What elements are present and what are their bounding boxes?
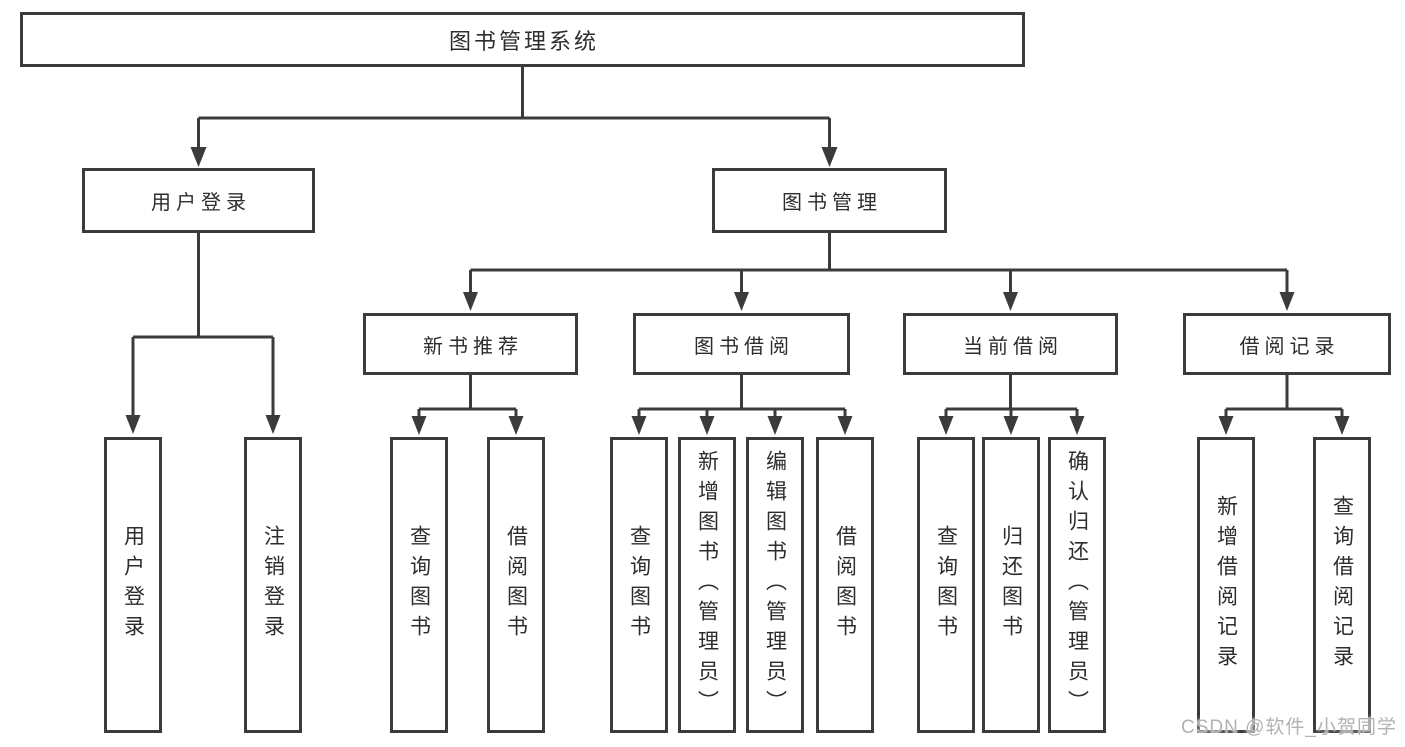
leaf-user-login-label: 用户登录: [121, 525, 145, 645]
leaf-borrow-edit-books-admin-label: 编辑图书（管理员）: [763, 450, 787, 720]
arrowhead: [821, 147, 838, 167]
arrowhead: [938, 416, 954, 435]
node-root-label: 图书管理系统: [448, 28, 599, 54]
arrowhead: [1003, 416, 1019, 435]
leaf-logout: 注销登录: [244, 437, 302, 733]
arrowhead: [1218, 416, 1234, 435]
connector-borrow-to-leaves: [637, 375, 847, 417]
leaf-borrow-borrow-books: 借阅图书: [816, 437, 874, 733]
leaf-newbook-borrow-books-label: 借阅图书: [504, 525, 528, 645]
leaf-borrow-edit-books-admin: 编辑图书（管理员）: [746, 437, 804, 733]
leaf-logout-label: 注销登录: [261, 525, 285, 645]
arrowhead: [1279, 292, 1295, 311]
node-new-book-recommend: 新书推荐: [363, 313, 578, 375]
arrowhead: [767, 416, 783, 435]
node-book-borrow: 图书借阅: [633, 313, 850, 375]
arrowhead: [837, 416, 853, 435]
leaf-current-query-books-label: 查询图书: [934, 525, 958, 645]
node-user-login-label: 用户登录: [151, 192, 251, 214]
connector-current-to-leaves: [944, 375, 1079, 417]
leaf-borrow-borrow-books-label: 借阅图书: [833, 525, 857, 645]
arrowhead: [190, 147, 207, 167]
node-current-borrow-label: 当前借阅: [963, 335, 1063, 358]
leaf-current-return-books: 归还图书: [982, 437, 1040, 733]
connector-book-to-level3: [469, 233, 1289, 294]
leaf-borrow-add-books-admin-label: 新增图书（管理员）: [695, 450, 719, 720]
arrowhead: [734, 292, 749, 311]
arrowhead: [699, 416, 715, 435]
leaf-current-query-books: 查询图书: [917, 437, 975, 733]
arrowhead: [125, 415, 141, 434]
arrowhead: [1069, 416, 1085, 435]
connector-user-to-leaves: [131, 233, 275, 417]
node-root: 图书管理系统: [20, 12, 1025, 67]
leaf-current-confirm-return-admin: 确认归还（管理员）: [1048, 437, 1106, 733]
arrowhead: [1334, 416, 1350, 435]
leaf-current-confirm-return-admin-label: 确认归还（管理员）: [1065, 450, 1089, 720]
leaf-record-query-borrow-record-label: 查询借阅记录: [1330, 495, 1354, 675]
csdn-watermark: CSDN @软件_小贺同学: [1181, 717, 1397, 738]
node-book-management: 图书管理: [712, 168, 947, 233]
arrowhead: [463, 292, 478, 311]
leaf-record-add-borrow-record: 新增借阅记录: [1197, 437, 1255, 733]
arrowhead: [265, 415, 281, 434]
leaf-newbook-borrow-books: 借阅图书: [487, 437, 545, 733]
leaf-user-login: 用户登录: [104, 437, 162, 733]
leaf-record-add-borrow-record-label: 新增借阅记录: [1214, 495, 1238, 675]
leaf-borrow-query-books-label: 查询图书: [627, 525, 651, 645]
leaf-current-return-books-label: 归还图书: [999, 525, 1023, 645]
node-borrow-record-label: 借阅记录: [1239, 335, 1340, 358]
arrowhead: [1003, 292, 1018, 311]
node-user-login: 用户登录: [82, 168, 315, 233]
connector-record-to-leaves: [1224, 375, 1344, 417]
leaf-borrow-add-books-admin: 新增图书（管理员）: [678, 437, 736, 733]
leaf-newbook-query-books: 查询图书: [390, 437, 448, 733]
connector-newbook-to-leaves: [417, 375, 518, 417]
arrowhead: [411, 416, 427, 435]
arrowhead: [508, 416, 524, 435]
node-book-management-label: 图书管理: [782, 192, 882, 214]
node-new-book-recommend-label: 新书推荐: [423, 335, 523, 358]
node-current-borrow: 当前借阅: [903, 313, 1118, 375]
connector-root-to-level2: [197, 67, 831, 150]
arrowhead: [631, 416, 647, 435]
leaf-borrow-query-books: 查询图书: [610, 437, 668, 733]
leaf-record-query-borrow-record: 查询借阅记录: [1313, 437, 1371, 733]
node-book-borrow-label: 图书借阅: [694, 335, 794, 358]
leaf-newbook-query-books-label: 查询图书: [407, 525, 431, 645]
node-borrow-record: 借阅记录: [1183, 313, 1391, 375]
